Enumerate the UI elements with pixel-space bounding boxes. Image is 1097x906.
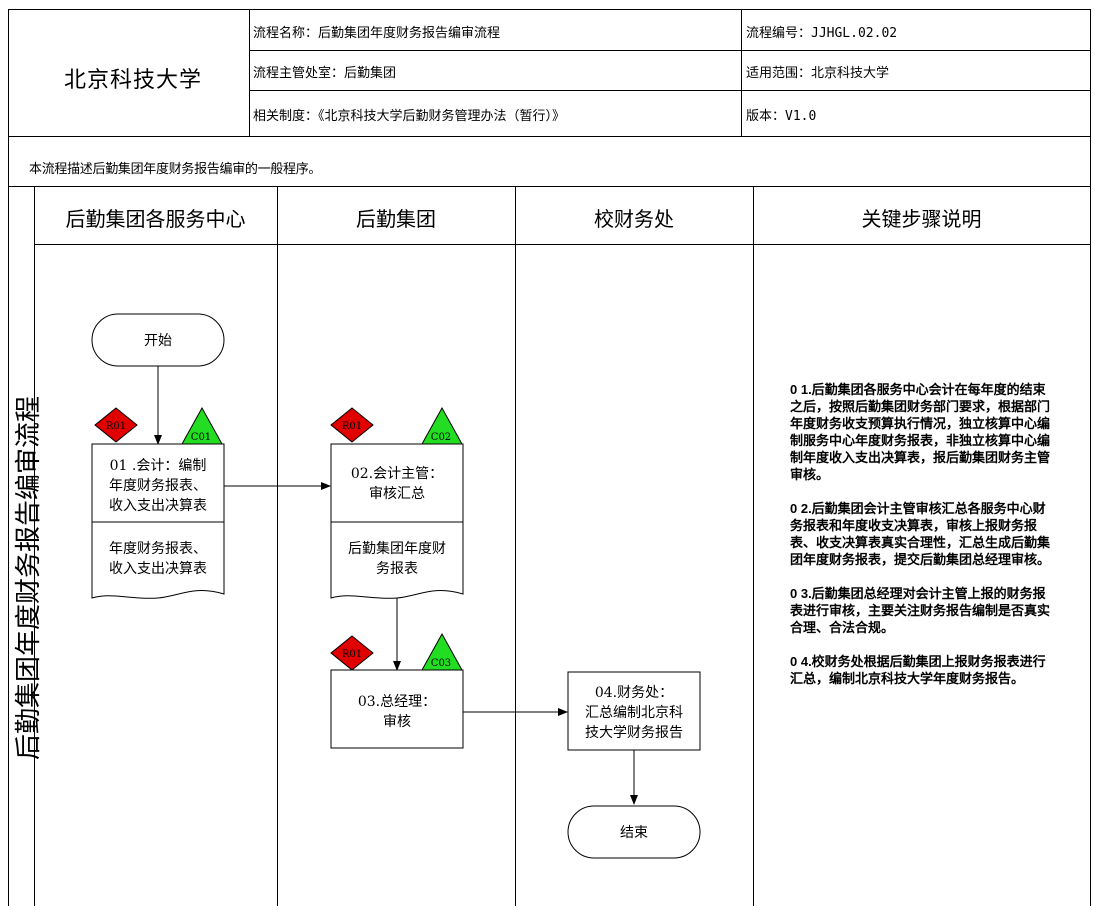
end-terminator: 结束: [567, 805, 701, 859]
svg-text:技大学财务报告: 技大学财务报告: [585, 725, 683, 741]
step-02-accounting-supervisor: 02.会计主管： 审核汇总: [330, 443, 464, 523]
lane-divider-3: [753, 186, 754, 906]
note-step-2: 0 2.后勤集团会计主管审核汇总各服务中心财务报表和年度收支决算表，审核上报财务…: [790, 501, 1051, 567]
note-step-4: 0 4.校财务处根据后勤集团上报财务报表进行汇总，编制北京科技大学年度财务报告。: [790, 654, 1046, 686]
note-step-3: 0 3.后勤集团总经理对会计主管上报的财务报表进行审核，主要关注财务报告编制是否…: [790, 586, 1051, 635]
svg-text:C03: C03: [431, 658, 451, 669]
process-description: 本流程描述后勤集团年度财务报告编审的一般程序。: [29, 161, 322, 176]
description-divider: [8, 186, 1091, 187]
lane-divider-2: [515, 186, 516, 906]
regulation: 相关制度：《北京科技大学后勤财务管理办法（暂行）》: [253, 109, 566, 124]
document-01-reports: 年度财务报表、 收入支出决算表: [91, 521, 225, 599]
end-label: 结束: [620, 825, 648, 841]
control-marker-2: C02: [421, 406, 463, 445]
header-bottom-divider: [8, 136, 1091, 137]
svg-text:C01: C01: [191, 432, 211, 443]
version: 版本：V1.0: [746, 109, 817, 124]
svg-text:审核: 审核: [383, 714, 411, 730]
process-code: 流程编号：JJHGL.02.02: [746, 26, 898, 41]
lane-divider-1: [277, 186, 278, 906]
header-row-divider-1: [249, 50, 1091, 51]
svg-text:02.会计主管：: 02.会计主管：: [351, 466, 443, 482]
svg-text:审核汇总: 审核汇总: [369, 486, 425, 502]
svg-text:R01: R01: [106, 421, 126, 432]
control-marker-3: C03: [421, 632, 463, 671]
header-border-right: [1090, 9, 1091, 906]
title-column-divider: [34, 186, 35, 906]
svg-text:年度财务报表、: 年度财务报表、: [109, 541, 207, 557]
header-border-left: [8, 9, 9, 906]
svg-text:C02: C02: [431, 432, 451, 443]
owner-dept: 流程主管处室：后勤集团: [253, 66, 397, 81]
lane-header-divider: [34, 244, 1091, 245]
university-name: 北京科技大学: [64, 68, 203, 93]
step-03-general-manager: 03.总经理： 审核: [330, 669, 464, 749]
scope: 适用范围：北京科技大学: [746, 66, 890, 81]
start-label: 开始: [144, 333, 172, 349]
note-step-1: 0 1.后勤集团各服务中心会计在每年度的结束之后，按照后勤集团财务部门要求，根据…: [790, 382, 1051, 482]
svg-text:R01: R01: [342, 649, 362, 660]
header-row-divider-2: [249, 90, 1091, 91]
control-marker-1: C01: [181, 406, 223, 445]
lane-title-key-steps: 关键步骤说明: [861, 209, 982, 231]
header-border-top: [8, 9, 1091, 10]
header-col-divider-1: [249, 9, 250, 137]
lane-title-logistics-group: 后勤集团: [356, 209, 436, 231]
svg-text:汇总编制北京科: 汇总编制北京科: [585, 705, 683, 721]
document-02-group-report: 后勤集团年度财 务报表: [330, 521, 464, 599]
start-terminator: 开始: [91, 313, 225, 367]
svg-text:R01: R01: [342, 421, 362, 432]
lane-title-finance-office: 校财务处: [594, 209, 674, 231]
svg-text:03.总经理：: 03.总经理：: [358, 694, 436, 710]
step-04-finance-office: 04.财务处： 汇总编制北京科 技大学财务报告: [567, 671, 701, 751]
lane-title-service-centers: 后勤集团各服务中心: [65, 209, 246, 231]
step-01-accountant: 01 .会计：编制 年度财务报表、 收入支出决算表: [91, 443, 225, 523]
process-name: 流程名称：后勤集团年度财务报告编审流程: [253, 26, 501, 41]
svg-text:后勤集团年度财: 后勤集团年度财: [348, 540, 446, 557]
risk-marker-2: R01: [330, 407, 374, 443]
header-col-divider-2: [741, 9, 742, 137]
risk-marker-1: R01: [94, 407, 138, 443]
key-step-notes: 0 1.后勤集团各服务中心会计在每年度的结束之后，按照后勤集团财务部门要求，根据…: [790, 381, 1056, 704]
risk-marker-3: R01: [330, 635, 374, 671]
svg-text:01 .会计：编制: 01 .会计：编制: [110, 458, 207, 474]
svg-text:务报表: 务报表: [376, 561, 418, 577]
svg-text:收入支出决算表: 收入支出决算表: [109, 561, 207, 577]
svg-text:年度财务报表、: 年度财务报表、: [109, 478, 207, 494]
svg-text:收入支出决算表: 收入支出决算表: [109, 498, 207, 514]
svg-text:04.财务处：: 04.财务处：: [595, 685, 673, 701]
